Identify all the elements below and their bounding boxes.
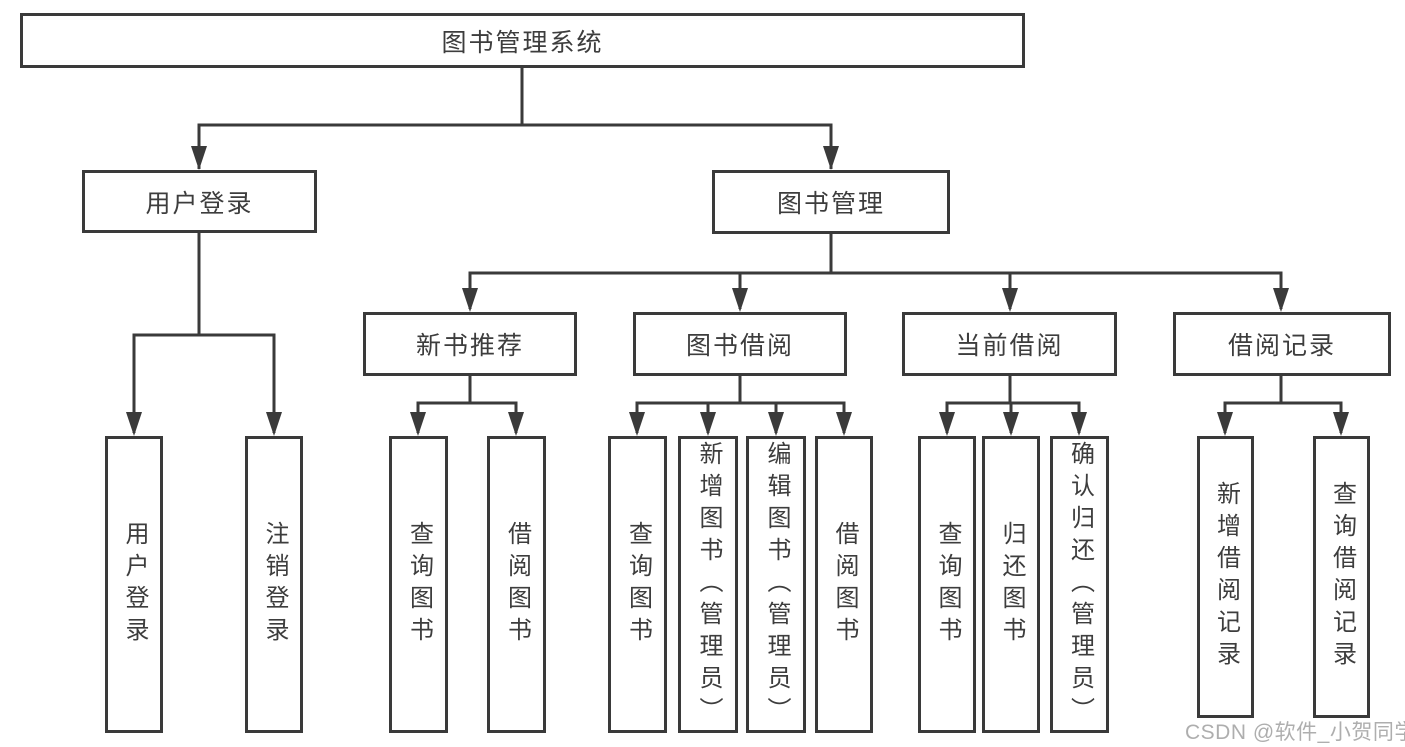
leaf-query-books-borrow-label: 查询图书 — [624, 520, 652, 649]
node-user-login: 用户登录 — [82, 170, 317, 233]
leaf-user-login: 用户登录 — [105, 436, 163, 733]
leaf-query-borrow-record: 查询借阅记录 — [1313, 436, 1370, 718]
leaf-borrow-books-recommend-label: 借阅图书 — [503, 520, 531, 649]
leaf-query-books-recommend-label: 查询图书 — [405, 520, 433, 649]
leaf-query-books-recommend: 查询图书 — [389, 436, 448, 733]
leaf-add-book-admin: 新增图书（管理员） — [678, 436, 738, 733]
leaf-logout: 注销登录 — [245, 436, 303, 733]
leaf-edit-book-admin-label: 编辑图书（管理员） — [763, 440, 790, 729]
leaf-edit-book-admin: 编辑图书（管理员） — [746, 436, 806, 733]
leaf-user-login-label: 用户登录 — [121, 520, 148, 649]
leaf-return-book: 归还图书 — [982, 436, 1040, 733]
leaf-query-borrow-record-label: 查询借阅记录 — [1328, 481, 1356, 673]
node-book-borrow: 图书借阅 — [633, 312, 847, 376]
node-book-management: 图书管理 — [712, 170, 950, 234]
node-current-borrow: 当前借阅 — [902, 312, 1117, 376]
arrowheads — [126, 146, 1349, 436]
leaf-borrow-books-label: 借阅图书 — [831, 520, 858, 649]
node-new-book-recommend: 新书推荐 — [363, 312, 577, 376]
node-borrow-records: 借阅记录 — [1173, 312, 1391, 376]
leaf-add-book-admin-label: 新增图书（管理员） — [695, 440, 722, 729]
leaf-query-books-borrow: 查询图书 — [608, 436, 667, 733]
leaf-borrow-books-recommend: 借阅图书 — [487, 436, 546, 733]
leaf-logout-label: 注销登录 — [261, 520, 288, 649]
leaf-query-books-current: 查询图书 — [918, 436, 976, 733]
leaf-add-borrow-record-label: 新增借阅记录 — [1212, 481, 1240, 673]
leaf-add-borrow-record: 新增借阅记录 — [1197, 436, 1254, 718]
leaf-query-books-current-label: 查询图书 — [934, 520, 961, 649]
leaf-confirm-return-admin: 确认归还（管理员） — [1050, 436, 1109, 733]
tree-edges — [132, 68, 1343, 433]
leaf-confirm-return-admin-label: 确认归还（管理员） — [1066, 440, 1094, 729]
leaf-borrow-books: 借阅图书 — [815, 436, 873, 733]
leaf-return-book-label: 归还图书 — [998, 520, 1025, 649]
csdn-watermark: CSDN @软件_小贺同学 — [1185, 721, 1405, 744]
node-root-system: 图书管理系统 — [20, 13, 1025, 68]
